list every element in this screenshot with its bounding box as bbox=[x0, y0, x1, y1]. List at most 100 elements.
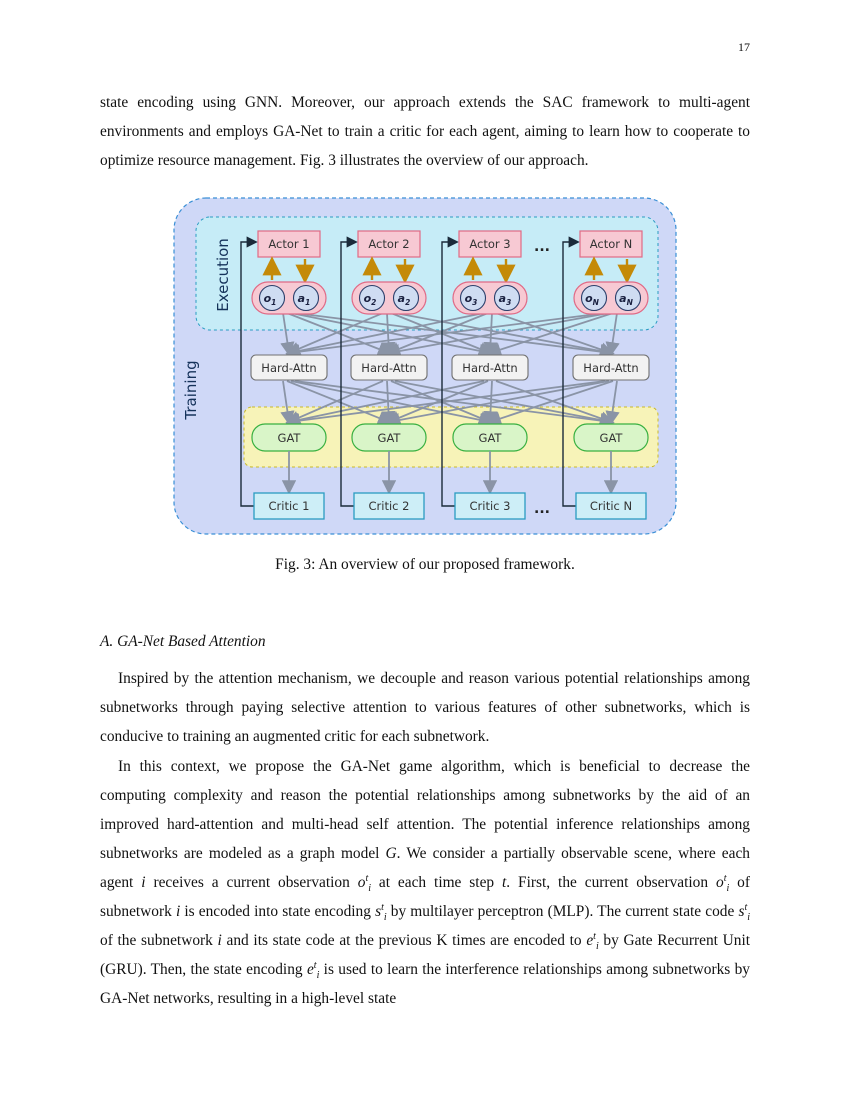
math-var: s bbox=[738, 903, 745, 920]
actor-box bbox=[257, 230, 321, 258]
hardattn-to-gat-edge bbox=[385, 380, 610, 428]
section-heading: A. GA-Net Based Attention bbox=[100, 633, 266, 650]
critic-box bbox=[353, 492, 425, 520]
text-run: receives a current observation bbox=[145, 874, 358, 891]
actor-box bbox=[579, 230, 643, 258]
text-run: by multilayer perceptron (MLP). The curr… bbox=[386, 903, 739, 920]
critic-label: Critic N bbox=[590, 499, 632, 513]
math-var: o bbox=[357, 874, 366, 891]
math-var: i bbox=[141, 874, 146, 891]
math-sup: t bbox=[313, 959, 317, 971]
text-run: is encoded into state encoding bbox=[180, 903, 376, 920]
math-var: G bbox=[385, 845, 397, 862]
hard-attn-label: Hard-Attn bbox=[361, 361, 416, 375]
math-sup: t bbox=[723, 872, 727, 884]
execution-label: Execution bbox=[214, 238, 232, 312]
math-sup: t bbox=[744, 901, 748, 913]
gat-label: GAT bbox=[378, 431, 402, 445]
gat-label: GAT bbox=[479, 431, 503, 445]
math-sup: t bbox=[381, 901, 384, 913]
intro-paragraph: state encoding using GNN. Moreover, our … bbox=[100, 94, 750, 169]
action-node bbox=[493, 284, 521, 312]
text-run: is used to learn the interference relati… bbox=[100, 961, 750, 1007]
hardattn-to-gat-edge bbox=[486, 380, 614, 426]
math-var: t bbox=[502, 874, 507, 891]
math-sub: i bbox=[316, 970, 320, 982]
paragraph-2: In this context, we propose the GA-Net g… bbox=[100, 752, 750, 1013]
ellipsis-bottom: ... bbox=[534, 501, 550, 517]
critic-to-actor-feedback-arrow bbox=[441, 236, 459, 507]
hard-attn-box bbox=[451, 354, 529, 381]
math-sub: i bbox=[747, 912, 750, 924]
action-node bbox=[392, 284, 420, 312]
actor-box bbox=[357, 230, 421, 258]
math-var: s bbox=[375, 903, 382, 920]
critic-label: Critic 1 bbox=[269, 499, 310, 513]
math-sup: t bbox=[365, 872, 369, 884]
observation-node bbox=[258, 284, 286, 312]
math-sub: i bbox=[726, 883, 730, 895]
obs-to-hardattn-edge bbox=[385, 312, 489, 356]
math-sup: t bbox=[593, 930, 596, 942]
text-run: In this context, we propose the GA-Net g… bbox=[100, 758, 750, 862]
paragraph-1: Inspired by the attention mechanism, we … bbox=[100, 670, 750, 745]
critic-label: Critic 3 bbox=[470, 499, 511, 513]
math-sub: i bbox=[595, 941, 599, 953]
critic-to-actor-feedback-arrow bbox=[562, 236, 580, 507]
actor-label: Actor 2 bbox=[368, 237, 409, 251]
observation-node bbox=[459, 284, 487, 312]
hard-attn-label: Hard-Attn bbox=[462, 361, 517, 375]
hard-attn-box bbox=[350, 354, 428, 381]
math-var: i bbox=[217, 932, 222, 949]
hardattn-to-gat-edge bbox=[285, 380, 485, 427]
math-var: i bbox=[175, 903, 181, 920]
obs-to-hardattn-edge bbox=[285, 312, 384, 356]
text-run: . We consider a partially observable sce… bbox=[100, 845, 750, 891]
gat-label: GAT bbox=[600, 431, 624, 445]
text-run: and its state code at the previous K tim… bbox=[221, 932, 587, 949]
hard-attn-box bbox=[250, 354, 328, 381]
hardattn-to-gat-edge bbox=[605, 380, 620, 426]
page-number: 17 bbox=[738, 40, 750, 54]
math-sub: i bbox=[368, 883, 371, 895]
obs-to-hardattn-edge bbox=[486, 312, 614, 357]
observation-node bbox=[358, 284, 386, 312]
hardattn-to-gat-edge bbox=[285, 380, 384, 425]
figure-caption: Fig. 3: An overview of our proposed fram… bbox=[275, 556, 575, 573]
hard-attn-label: Hard-Attn bbox=[583, 361, 638, 375]
hardattn-to-gat-edge bbox=[385, 380, 489, 425]
gat-label: GAT bbox=[278, 431, 302, 445]
math-var: e bbox=[586, 932, 594, 949]
action-node bbox=[614, 284, 642, 312]
ellipsis-top: ... bbox=[534, 239, 550, 255]
actor-label: Actor N bbox=[590, 237, 633, 251]
math-sub: i bbox=[383, 912, 387, 924]
math-var: e bbox=[306, 961, 314, 978]
obs-to-hardattn-edge bbox=[605, 312, 620, 357]
math-var: o bbox=[715, 874, 724, 891]
hard-attn-label: Hard-Attn bbox=[261, 361, 316, 375]
critic-box bbox=[454, 492, 526, 520]
critic-label: Critic 2 bbox=[369, 499, 410, 513]
critic-box bbox=[575, 492, 647, 520]
critic-to-actor-feedback-arrow bbox=[340, 236, 358, 507]
observation-node bbox=[580, 284, 608, 312]
text-run: by Gate Recurrent Unit (GRU). Then, the … bbox=[100, 932, 750, 978]
text-run: . First, the current observation bbox=[506, 874, 716, 891]
action-node bbox=[292, 284, 320, 312]
hard-attn-box bbox=[572, 354, 650, 381]
training-label: Training bbox=[182, 360, 200, 420]
critic-box bbox=[253, 492, 325, 520]
critic-to-actor-feedback-arrow bbox=[240, 236, 258, 507]
text-run: of subnetwork bbox=[100, 874, 750, 920]
actor-label: Actor 1 bbox=[268, 237, 309, 251]
obs-to-hardattn-edge bbox=[285, 312, 485, 358]
gat-band bbox=[243, 406, 659, 468]
text-run: of the subnetwork bbox=[100, 932, 218, 949]
